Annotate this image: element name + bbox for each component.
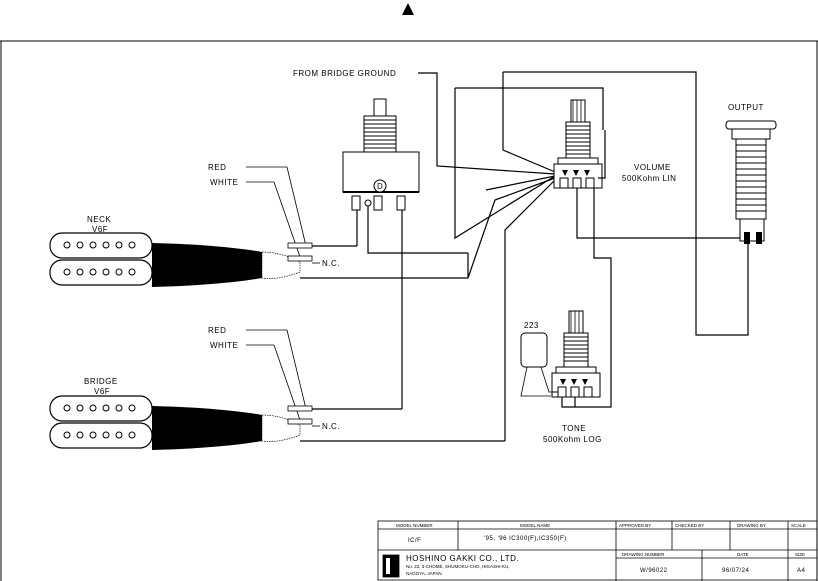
- tone-pot: [551, 310, 601, 398]
- pickup-switch: [342, 98, 420, 211]
- bridge-pickup: [49, 395, 301, 450]
- tb-model-number-header: MODEL NUMBER: [396, 523, 433, 528]
- bridge-red-leader-2: [286, 329, 307, 410]
- volume-tone-lead: [593, 188, 612, 408]
- tb-date-header: DATE: [737, 552, 749, 557]
- tone-ground-wire: [504, 179, 556, 441]
- tb-model-name-header: MODEL NAME: [520, 523, 550, 528]
- volume-pot: [553, 99, 603, 189]
- title-block: [377, 520, 818, 581]
- neck-wire-red: [287, 242, 313, 249]
- tb-date: 96/07/24: [722, 568, 750, 574]
- neck-pickup: [49, 232, 301, 287]
- bridge-red-label: RED: [208, 326, 226, 335]
- bridge-label: BRIDGE: [84, 377, 118, 386]
- neck-nc-label: N.C.: [322, 259, 340, 268]
- tb-company: HOSHINO GAKKI CO., LTD.: [406, 554, 519, 563]
- bridge-model-label: V6F: [94, 387, 110, 396]
- volume-spec-label: 500Kohm LIN: [622, 174, 676, 183]
- neck-wire-white: [287, 255, 313, 262]
- neck-white-label: WHITE: [210, 178, 238, 187]
- volume-wire-b: [467, 177, 556, 279]
- tb-model-name: '95, '96 IC300(F),IC350(F): [484, 536, 567, 542]
- volume-wire-d: [485, 175, 556, 191]
- volume-wire-c: [502, 72, 556, 173]
- tone-label: TONE: [562, 424, 586, 433]
- tb-drawing-by-header: DRAWING BY: [737, 523, 766, 528]
- switch-mark: D: [377, 182, 383, 191]
- tb-model-number: IC/F: [408, 538, 421, 544]
- tone-capacitor: [520, 332, 558, 397]
- output-ground-lead: [503, 71, 749, 336]
- neck-red-leader-2: [286, 166, 307, 247]
- volume-top-lead: [455, 87, 604, 130]
- output-jack: [725, 120, 777, 244]
- switch-common-lead: [367, 206, 468, 254]
- bridge-wire-red: [287, 405, 313, 412]
- tb-checked-header: CHECKED BY: [675, 523, 704, 528]
- bridge-white-label: WHITE: [210, 341, 238, 350]
- tb-drawing-number-header: DRAWING NUMBER: [622, 552, 665, 557]
- neck-label: NECK: [87, 215, 111, 224]
- tb-address-2: NAGOYA, JAPAN: [406, 571, 442, 576]
- tone-lug-leads: [561, 397, 598, 408]
- output-label: OUTPUT: [728, 103, 764, 112]
- volume-wire-a: [454, 88, 556, 240]
- tb-drawing-number: W/96022: [640, 568, 668, 574]
- volume-output-lead: [576, 188, 740, 239]
- bridge-ground-lead: [418, 72, 556, 175]
- bridge-nc-label: N.C.: [322, 422, 340, 431]
- tb-approved-header: APPROVED BY: [619, 523, 651, 528]
- capacitor-label: 223: [524, 321, 539, 330]
- volume-label: VOLUME: [634, 163, 671, 172]
- tone-spec-label: 500Kohm LOG: [543, 435, 602, 444]
- from-bridge-ground-label: FROM BRIDGE GROUND: [293, 69, 396, 78]
- volume-lug-3: [598, 130, 606, 179]
- bridge-wire-white: [287, 418, 313, 425]
- neck-red-label: RED: [208, 163, 226, 172]
- orientation-arrow-icon: [402, 3, 414, 15]
- tb-address-1: No. 22, 3-CHOME, SHUMOKU-CHO, HIGASHI-KU…: [406, 564, 510, 569]
- tb-scale-header: SCALE: [791, 523, 806, 528]
- tb-size-header: SIZE: [795, 552, 805, 557]
- neck-model-label: V6F: [92, 225, 108, 234]
- tb-size: A4: [797, 568, 806, 574]
